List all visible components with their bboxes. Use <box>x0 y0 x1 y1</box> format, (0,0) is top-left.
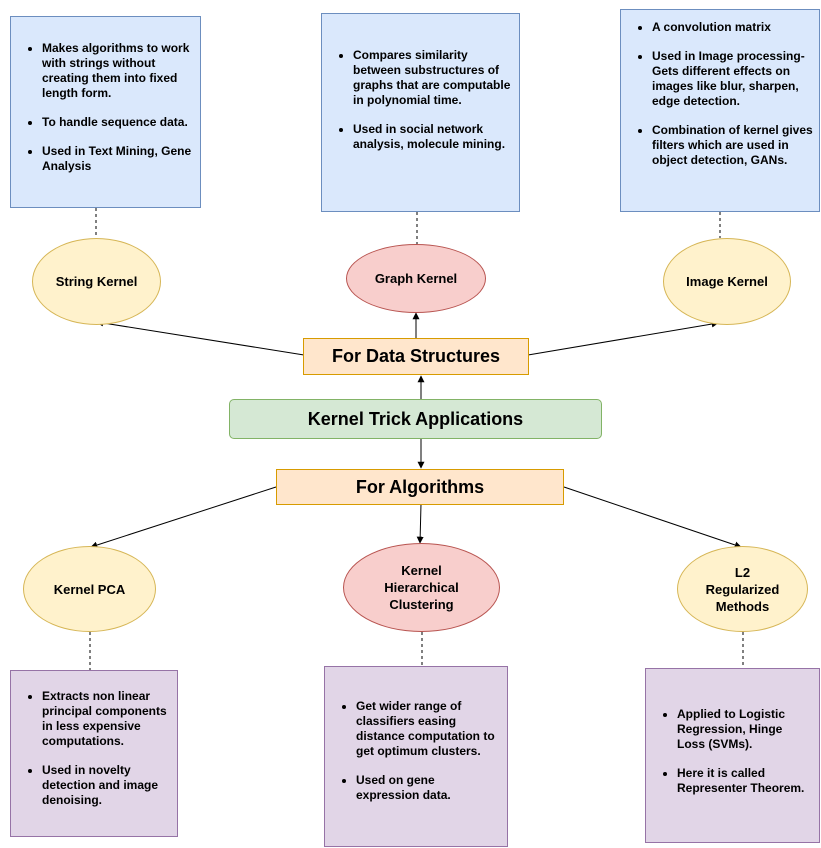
kernel-hierarchical-bullet: Get wider range of classifiers easing di… <box>356 699 501 759</box>
arrow-alg-to-hier <box>416 503 424 544</box>
l2-regularized-bullet: Here it is called Representer Theorem. <box>677 766 811 796</box>
kernel-pca-label: Kernel PCA <box>53 581 126 597</box>
string-kernel-bullet: Makes algorithms to work with strings wi… <box>42 41 194 101</box>
algorithms-group: For Algorithms <box>276 469 564 505</box>
l2-regularized-description: Applied to Logistic Regression, Hinge Lo… <box>645 668 820 843</box>
graph-kernel-bullet: Compares similarity between substructure… <box>353 48 511 108</box>
l2-regularized-bullet: Applied to Logistic Regression, Hinge Lo… <box>677 707 811 752</box>
image-kernel-node: Image Kernel <box>663 238 791 325</box>
center-label: Kernel Trick Applications <box>307 408 524 429</box>
kernel-hierarchical-bullet: Used on gene expression data. <box>356 773 501 803</box>
algorithms-label: For Algorithms <box>355 476 485 497</box>
kernel-pca-node: Kernel PCA <box>23 546 156 632</box>
string-kernel-node: String Kernel <box>32 238 161 325</box>
string-kernel-bullet: Used in Text Mining, Gene Analysis <box>42 144 194 174</box>
graph-kernel-bullet: Used in social network analysis, molecul… <box>353 122 511 152</box>
arrow-alg-to-l2 <box>563 486 742 549</box>
arrow-ds-to-image <box>527 320 719 356</box>
arrow-ds-to-string <box>96 319 305 356</box>
graph-kernel-node: Graph Kernel <box>346 244 486 313</box>
l2-regularized-label: L2 Regularized Methods <box>705 564 780 614</box>
l2-regularized-node: L2 Regularized Methods <box>677 546 808 632</box>
image-kernel-bullet: Combination of kernel gives filters whic… <box>652 123 813 168</box>
kernel-pca-description: Extracts non linear principal components… <box>10 670 178 837</box>
graph-kernel-label: Graph Kernel <box>374 271 458 286</box>
kernel-pca-bullet: Used in novelty detection and image deno… <box>42 763 167 808</box>
image-kernel-bullet: A convolution matrix <box>652 20 813 35</box>
image-kernel-label: Image Kernel <box>686 274 768 289</box>
string-kernel-label: String Kernel <box>55 274 138 289</box>
kernel-trick-center-node: Kernel Trick Applications <box>229 399 602 439</box>
kernel-hierarchical-description: Get wider range of classifiers easing di… <box>324 666 508 847</box>
kernel-pca-bullet: Extracts non linear principal components… <box>42 689 167 749</box>
kernel-hierarchical-label: Kernel Hierarchical Clustering <box>384 563 459 612</box>
data-structures-group: For Data Structures <box>303 338 529 375</box>
data-structures-label: For Data Structures <box>331 346 501 366</box>
string-kernel-bullet: To handle sequence data. <box>42 115 194 130</box>
arrow-alg-to-pca <box>90 486 277 549</box>
image-kernel-bullet: Used in Image processing-Gets different … <box>652 49 813 109</box>
image-kernel-description: A convolution matrix Used in Image proce… <box>620 9 820 212</box>
string-kernel-description: Makes algorithms to work with strings wi… <box>10 16 201 208</box>
kernel-hierarchical-node: Kernel Hierarchical Clustering <box>343 543 500 632</box>
graph-kernel-description: Compares similarity between substructure… <box>321 13 520 212</box>
